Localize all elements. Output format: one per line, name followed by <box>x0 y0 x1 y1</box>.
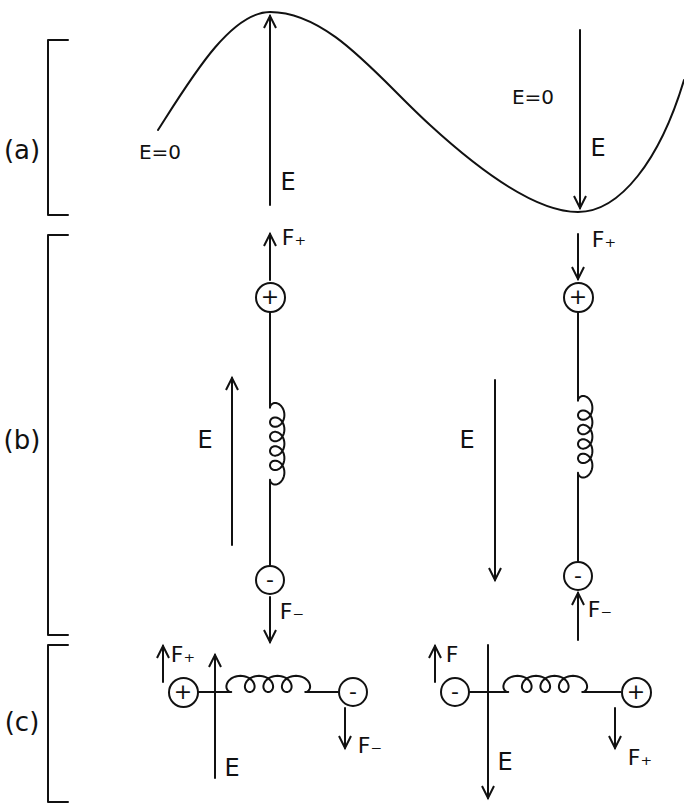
force-arrow <box>577 234 579 279</box>
charge-sign: - <box>574 565 582 587</box>
force-arrow <box>344 708 346 748</box>
force-arrow <box>162 646 164 682</box>
charge-sign: + <box>627 681 645 703</box>
spring-connector <box>470 676 621 692</box>
physics-label: F₋ <box>358 734 382 758</box>
field-arrow <box>487 645 489 798</box>
charge-sign: - <box>266 569 274 591</box>
physics-label: E=0 <box>139 141 181 163</box>
spring-connector <box>270 313 284 566</box>
physics-label: (c) <box>5 708 40 737</box>
physics-label: E=0 <box>512 86 554 108</box>
force-arrow <box>614 708 616 748</box>
charge-sign: + <box>261 286 279 308</box>
charge-circle: - <box>563 561 593 591</box>
physics-label: (b) <box>4 426 41 455</box>
charge-sign: - <box>349 681 357 703</box>
physics-label: F <box>446 643 459 667</box>
field-arrow <box>214 655 216 778</box>
bracket <box>48 645 68 802</box>
charge-sign: + <box>569 286 587 308</box>
physics-label: E <box>497 749 512 775</box>
physics-label: F₋ <box>588 598 612 622</box>
spring-connector <box>199 676 339 692</box>
charge-circle: - <box>255 565 285 595</box>
physics-label: E <box>197 427 212 453</box>
charge-circle: + <box>621 677 652 708</box>
charge-sign: + <box>174 681 192 703</box>
charge-circle: + <box>255 282 286 313</box>
field-wave <box>158 12 684 212</box>
force-arrow <box>269 597 271 642</box>
physics-label: F₊ <box>628 746 652 770</box>
charge-circle: - <box>338 677 368 707</box>
force-arrow <box>434 646 436 682</box>
physics-label: F₊ <box>592 228 616 252</box>
physics-label: E <box>224 755 239 781</box>
force-arrow <box>269 234 271 280</box>
charge-circle: + <box>563 282 594 313</box>
field-arrow <box>269 16 271 205</box>
field-arrow <box>579 30 581 208</box>
physics-label: F₊ <box>171 643 195 667</box>
physics-label: E <box>459 427 474 453</box>
physics-label: E <box>280 169 295 195</box>
bracket <box>48 40 68 215</box>
physics-label: F₊ <box>282 226 306 250</box>
field-arrow <box>231 378 233 545</box>
charge-circle: - <box>440 677 470 707</box>
physics-label: (a) <box>4 136 40 165</box>
spring-connector <box>578 313 592 562</box>
physics-label: F₋ <box>280 600 304 624</box>
bracket <box>48 235 68 635</box>
field-arrow <box>494 380 496 580</box>
force-arrow <box>577 593 579 640</box>
charge-circle: + <box>168 677 199 708</box>
charge-sign: - <box>451 681 459 703</box>
physics-label: E <box>590 135 605 161</box>
